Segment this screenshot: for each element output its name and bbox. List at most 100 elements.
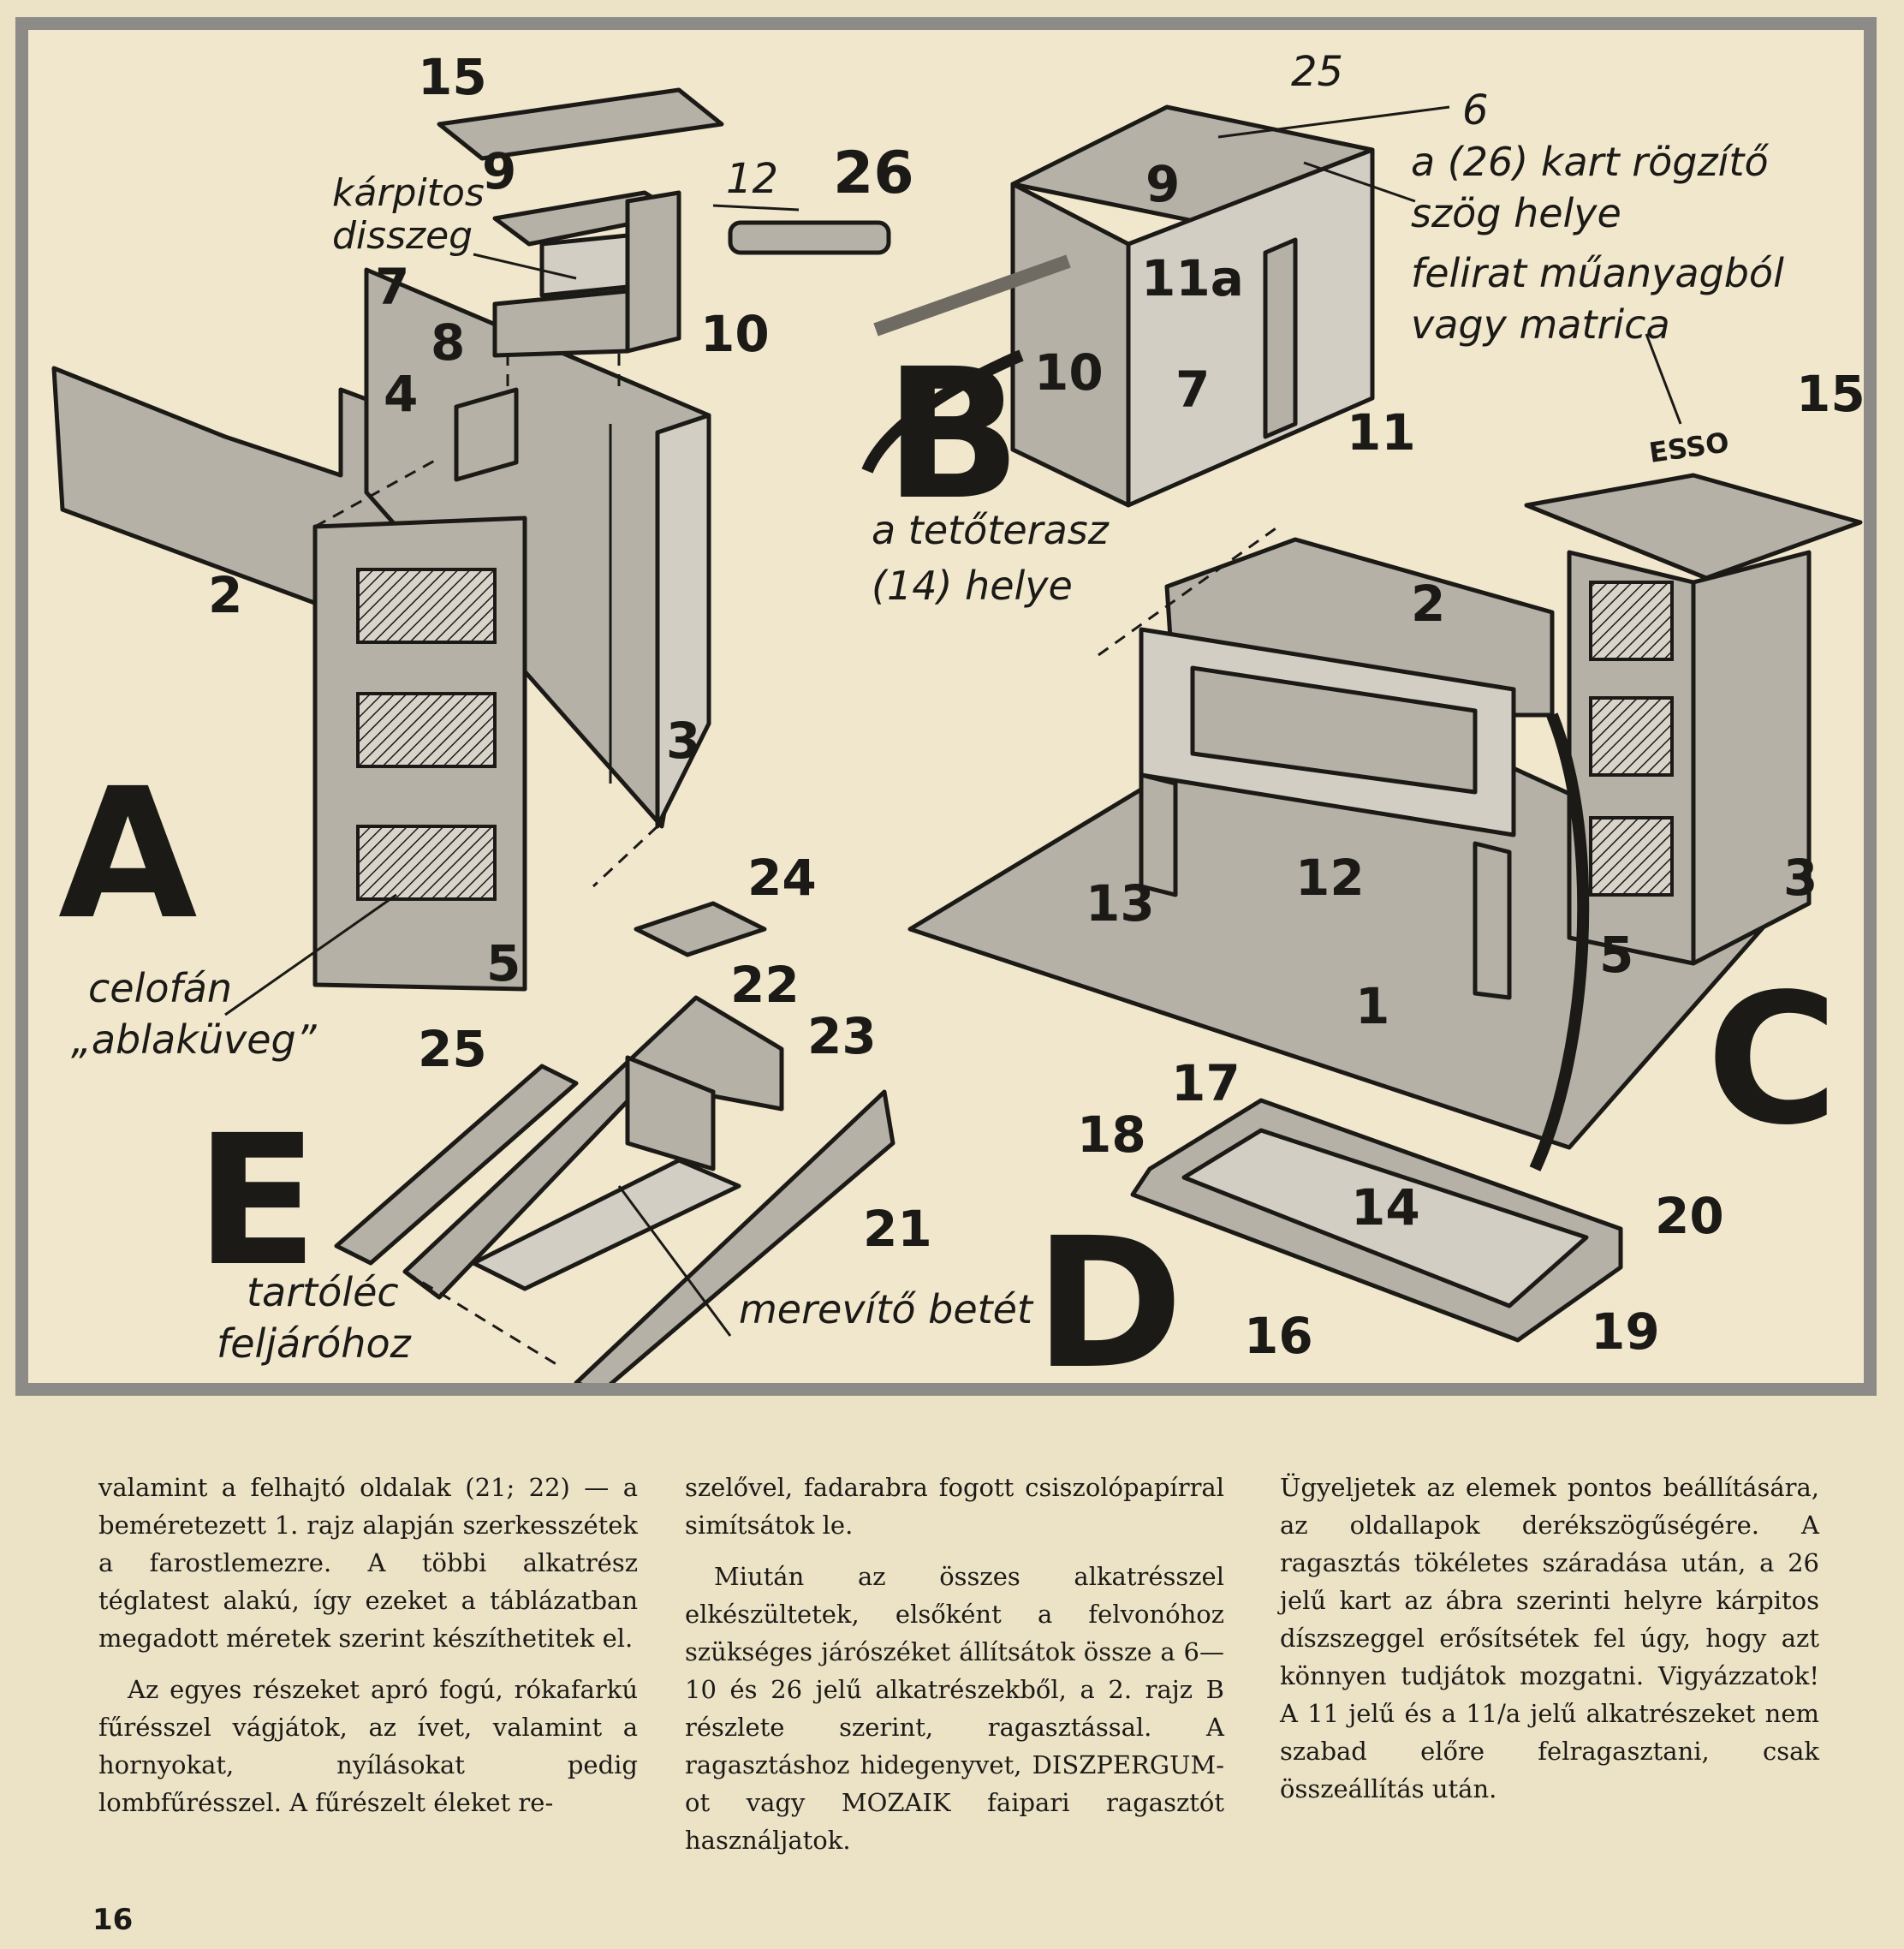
part-label-3-c: 3 [1783, 849, 1818, 907]
part-label-5-c: 5 [1599, 926, 1633, 984]
part-10-small [625, 190, 681, 354]
part-label-7-b: 7 [1175, 361, 1210, 419]
part-label-15-a: 15 [418, 48, 487, 106]
window-c3 [1589, 816, 1674, 897]
part-label-15-c: 15 [1796, 365, 1864, 423]
annotation-merevito: merevítő betét [739, 1286, 1034, 1332]
part-4 [454, 387, 519, 482]
window-c1 [1589, 581, 1674, 661]
section-letter-a: A [58, 749, 198, 959]
section-c-drawing [907, 473, 1863, 1171]
part-12-slot [1190, 665, 1478, 795]
part-3-side-c [1691, 550, 1812, 966]
part-label-19: 19 [1591, 1302, 1660, 1361]
part-label-4: 4 [384, 365, 418, 423]
esso-sign: ESSO [1647, 426, 1731, 469]
part-14-floor [1181, 1128, 1589, 1308]
part-label-22: 22 [730, 956, 800, 1014]
part-label-21: 21 [863, 1200, 932, 1258]
section-b-drawing [861, 104, 1375, 508]
part-26-rod [873, 254, 1071, 337]
part-21 [574, 1089, 895, 1383]
part-label-3-a: 3 [666, 712, 700, 770]
annotation-karpitos-line-2: disszeg [332, 214, 473, 258]
dimension-6: 6 [1462, 86, 1489, 134]
annotation-tartolec-line-2: feljáróhoz [217, 1320, 412, 1367]
part-label-13: 13 [1086, 874, 1155, 933]
part-label-11a: 11a [1141, 249, 1244, 307]
annotation-celofan-line-1: celofán [88, 965, 232, 1011]
page-number: 16 [92, 1903, 134, 1937]
annotation-terrace-line-2: (14) helye [872, 563, 1073, 609]
part-label-18: 18 [1077, 1106, 1146, 1164]
part-label-7-a: 7 [375, 258, 409, 316]
part-label-9-a: 9 [482, 142, 516, 200]
window-2 [356, 692, 497, 768]
part-label-14: 14 [1351, 1178, 1420, 1237]
section-a-drawing [51, 267, 711, 992]
column-2-paragraph-2: Miután az összes alkatrésszel elkészülte… [685, 1562, 1224, 1855]
dimension-12: 12 [726, 155, 778, 203]
section-letter-d: D [1034, 1199, 1183, 1383]
part-label-2-c: 2 [1411, 575, 1445, 633]
figure-frame: A B C D E 15 9 7 8 10 4 2 3 5 26 9 11a 1… [15, 17, 1877, 1396]
section-e-drawing [334, 901, 895, 1383]
section-letter-b: B [884, 330, 1021, 539]
part-label-17: 17 [1171, 1054, 1241, 1112]
part-11-b [1263, 237, 1298, 439]
part-label-24: 24 [747, 849, 817, 907]
section-letter-c: C [1706, 955, 1838, 1165]
annotation-nail-line-2: szög helye [1411, 190, 1621, 236]
part-7-front-b [1126, 147, 1375, 508]
part-label-5-a: 5 [486, 934, 521, 992]
part-label-11: 11 [1347, 403, 1416, 462]
column-2-paragraph-1: szelővel, fadarabra fogott csiszolópapír… [685, 1473, 1224, 1540]
part-label-26: 26 [833, 140, 914, 207]
part-22 [402, 995, 784, 1300]
text-column-1: valamint a felhajtó oldalak (21; 22) — a… [98, 1469, 638, 1835]
part-26-lever-small [728, 220, 891, 255]
part-24 [634, 901, 767, 957]
part-13-leg-l [1139, 772, 1178, 897]
part-label-10-b: 10 [1034, 343, 1104, 402]
annotation-celofan-line-2: „ablaküveg” [71, 1016, 318, 1063]
window-c2 [1589, 696, 1674, 777]
part-25 [334, 1064, 579, 1266]
part-label-1: 1 [1355, 977, 1389, 1035]
annotation-nail-line-1: a (26) kart rögzítő [1411, 139, 1769, 185]
part-8-small [492, 289, 630, 358]
chair-assembly-a [437, 87, 891, 358]
part-label-2-a: 2 [208, 566, 242, 624]
section-d-drawing [1130, 1098, 1623, 1343]
column-1-paragraph-1: valamint a felhajtó oldalak (21; 22) — a… [98, 1473, 638, 1653]
part-13-leg-r [1473, 841, 1512, 1000]
merevito-insert [471, 1158, 741, 1291]
text-column-3: Ügyeljetek az elemek pontos beállítására… [1280, 1469, 1819, 1821]
column-3-paragraph-1: Ügyeljetek az elemek pontos beállítására… [1280, 1473, 1819, 1803]
part-3-front-a [655, 413, 711, 829]
annotation-terrace-line-1: a tetőterasz [872, 507, 1110, 553]
column-1-paragraph-2: Az egyes részeket apró fogú, rókafarkú f… [98, 1675, 638, 1817]
text-column-2: szelővel, fadarabra fogott csiszolópapír… [685, 1469, 1224, 1873]
part-label-20: 20 [1655, 1187, 1724, 1245]
part-label-12: 12 [1295, 849, 1365, 907]
part-label-8: 8 [431, 313, 465, 372]
dimension-25: 25 [1291, 48, 1343, 96]
part-label-9-b: 9 [1145, 155, 1180, 213]
part-15-top-c [1524, 473, 1863, 581]
annotation-tartolec-line-1: tartóléc [247, 1269, 399, 1315]
section-letter-e: E [195, 1096, 318, 1306]
window-3 [356, 825, 497, 901]
part-label-16: 16 [1244, 1307, 1313, 1365]
part-label-25: 25 [418, 1020, 487, 1078]
annotation-karpitos-line-1: kárpitos [332, 171, 485, 215]
assembly-drawing: A B C D E 15 9 7 8 10 4 2 3 5 26 9 11a 1… [51, 48, 1864, 1383]
annotation-label-line-2: vagy matrica [1411, 301, 1670, 348]
part-15-top-a [437, 87, 724, 161]
part-23 [625, 1055, 716, 1171]
annotation-label-line-1: felirat műanyagból [1411, 250, 1784, 296]
part-7-small [539, 233, 630, 298]
part-label-23: 23 [807, 1007, 877, 1065]
part-label-10-a: 10 [700, 305, 770, 363]
window-1 [356, 568, 497, 644]
